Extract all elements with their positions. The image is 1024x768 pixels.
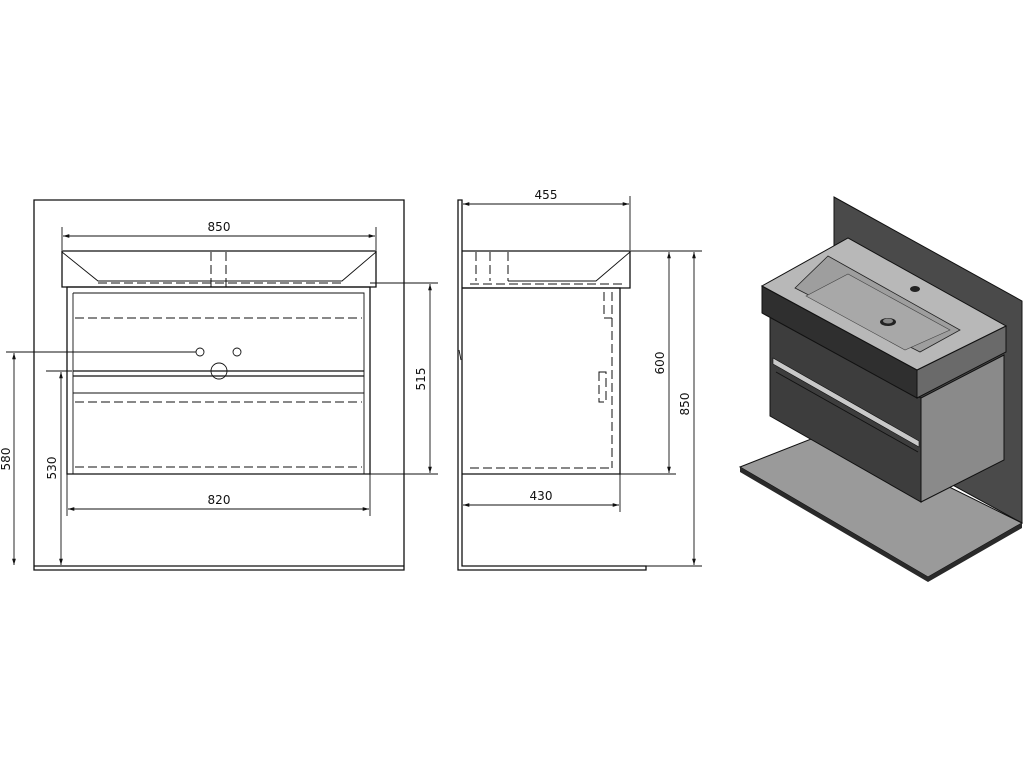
isometric-view [738,196,1024,582]
iso-drawer-gap [772,357,920,448]
iso-drawer-line [775,371,919,453]
side-wall [457,199,647,571]
dim-820-label: 820 [208,493,231,507]
front-pipe-left [195,347,205,357]
front-drain-pipe [210,362,228,380]
side-basin-hidden [470,252,622,285]
dim-850-label: 850 [208,220,231,234]
front-basin-outline [61,250,377,288]
front-drawer-divider [73,370,364,377]
side-cabinet-hidden [470,292,613,469]
front-cabinet-outline [66,286,371,475]
dim-430-label: 430 [530,489,553,503]
iso-basin-bowl-floor [805,273,951,351]
side-cabinet-outline [462,287,621,475]
front-view: 850 820 515 580 530 [0,199,438,571]
side-wall-mark [458,349,462,361]
dim-850h-label: 850 [678,393,692,416]
dim-455-label: 455 [535,188,558,202]
dim-530-label: 530 [45,457,59,480]
front-wall-outline [33,199,405,571]
front-cabinet-inner [72,292,365,474]
dim-600-label: 600 [653,352,667,375]
iso-drain-inner [883,318,893,324]
front-basin-bowl [61,251,377,282]
front-pipe-right [232,347,242,357]
side-basin-outline [462,250,631,289]
iso-cabinet-side [920,354,1005,503]
iso-tap-hole [910,286,920,292]
dim-515-label: 515 [414,368,428,391]
dim-580-label: 580 [0,448,13,471]
side-basin-bowl [508,251,631,282]
side-view: 455 430 600 850 [457,188,702,571]
front-drain-hidden [210,252,227,287]
